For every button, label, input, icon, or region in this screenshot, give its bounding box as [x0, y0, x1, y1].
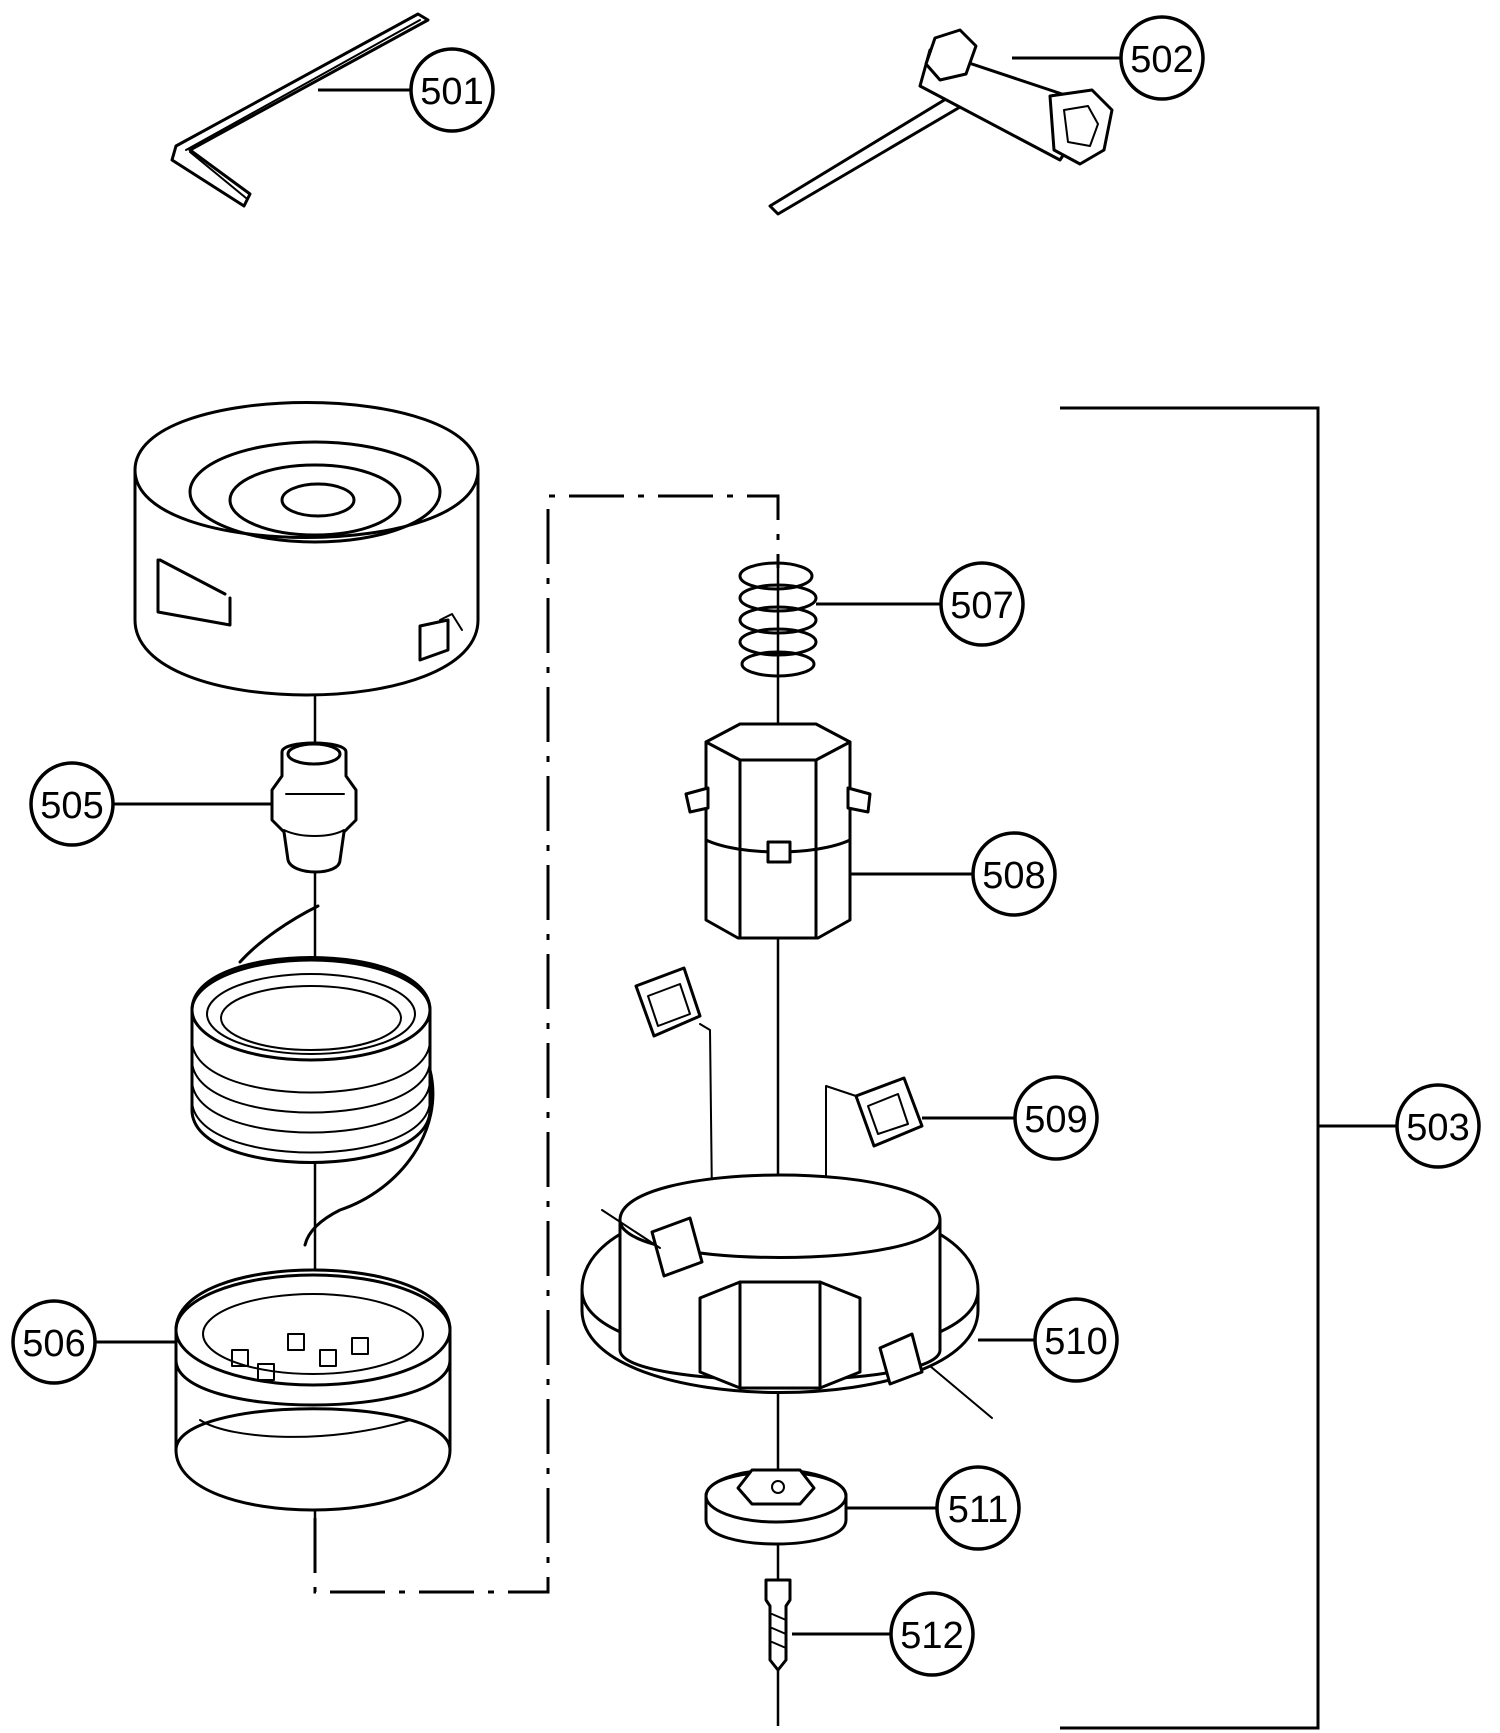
part-trimmer-line-coil [190, 904, 435, 1247]
part-507-spring [738, 561, 818, 678]
part-502-plug-wrench [768, 28, 1114, 216]
callout-507: 507 [816, 561, 1025, 647]
callout-509-label: 509 [1024, 1099, 1087, 1141]
part-510-housing [580, 1173, 993, 1419]
callout-508: 508 [850, 831, 1057, 917]
callout-506: 506 [11, 1299, 176, 1385]
callout-512-label: 512 [900, 1615, 963, 1657]
assembly-path-dashed [313, 494, 780, 1594]
part-506-spool [174, 1268, 452, 1512]
callout-509: 509 [922, 1075, 1099, 1161]
callout-505-label: 505 [40, 785, 103, 827]
callout-501: 501 [318, 47, 495, 133]
callout-505: 505 [29, 761, 272, 847]
callout-503: 503 [1060, 406, 1481, 1730]
part-eyelet-left [634, 966, 713, 1201]
callout-501-label: 501 [420, 71, 483, 113]
callout-506-label: 506 [22, 1323, 85, 1365]
part-512-screw [764, 1578, 792, 1672]
callout-507-label: 507 [950, 585, 1013, 627]
part-501-hex-key [170, 12, 430, 208]
part-511-nut [704, 1468, 848, 1546]
part-505-adapter [270, 741, 358, 874]
callout-511-label: 511 [948, 1489, 1009, 1531]
callout-503-label: 503 [1406, 1107, 1469, 1149]
callout-510-label: 510 [1044, 1321, 1107, 1363]
callout-502-label: 502 [1130, 39, 1193, 81]
callout-511: 511 [846, 1465, 1021, 1551]
callout-502: 502 [1012, 15, 1205, 101]
part-508-hub [684, 722, 872, 940]
callout-508-label: 508 [982, 855, 1045, 897]
callout-512: 512 [792, 1591, 975, 1677]
callout-510: 510 [978, 1297, 1119, 1383]
part-cover [133, 401, 480, 697]
